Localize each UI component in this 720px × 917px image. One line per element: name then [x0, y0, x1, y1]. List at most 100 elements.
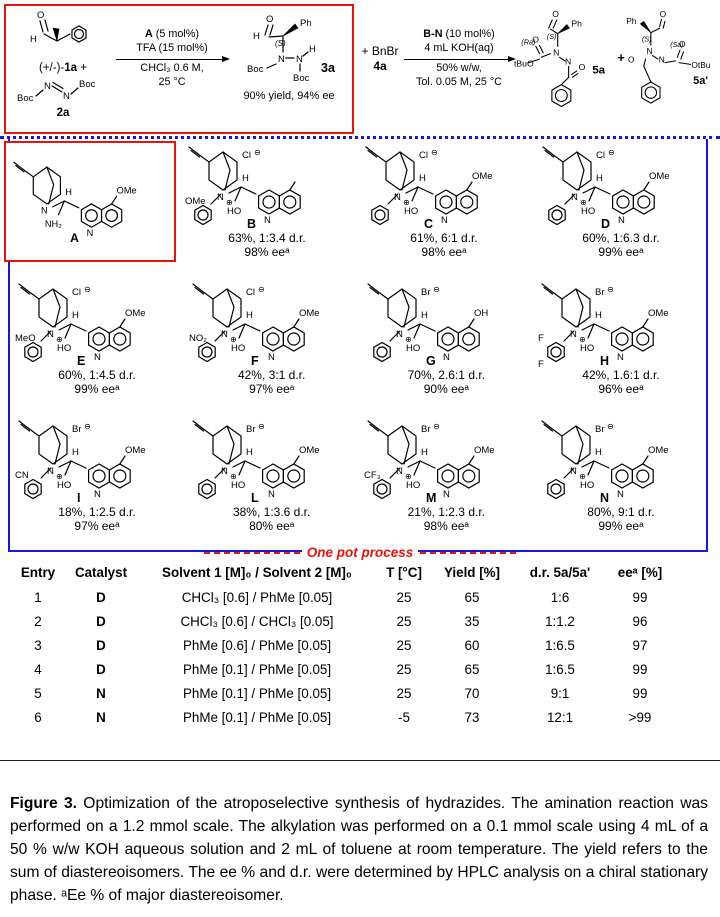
optimization-table: Entry Catalyst Solvent 1 [M]₀ / Solvent …	[12, 559, 708, 729]
anion-label: Cl	[596, 150, 605, 161]
cell-dr: 1:1.2	[545, 613, 575, 629]
catalyst-ee: 99% eeᵃ	[598, 244, 644, 259]
catalyst-cell-c: Cl ⊖ N ⊕ HO H N OMe C 61%, 6:1 d.r. 98% …	[359, 144, 529, 259]
reagent-4a-label: 4a	[373, 59, 387, 73]
condition-line: 25 °C	[158, 75, 186, 88]
catalyst-cell-g: Br ⊖ N ⊕ HO H N OH G 70%, 2.6:1 d.r. 90%…	[361, 281, 531, 396]
benzyl-substituent: CN	[15, 470, 29, 481]
col-ee: eeᵃ [%]	[617, 564, 663, 580]
catalyst-yield-dr: 61%, 6:1 d.r.	[410, 231, 478, 245]
catalyst-row-1: Cl ⊖ N ⊕ HO H N OMe B 63%, 1:3.4 d.r. 98…	[182, 144, 706, 259]
quinoline-n-atom: N	[94, 489, 101, 500]
h-atom: H	[65, 187, 72, 197]
n-atom: N	[41, 205, 48, 215]
n-plus-atom: N	[221, 466, 228, 477]
catalyst-cell-b: Cl ⊖ N ⊕ HO H N OMe B 63%, 1:3.4 d.r. 98…	[182, 144, 352, 259]
n-plus-atom: N	[394, 192, 401, 203]
minus-charge-icon: ⊖	[608, 148, 615, 157]
benzyl-substituent: F	[538, 333, 544, 344]
catalyst-yield-dr: 60%, 1:6.3 d.r.	[582, 231, 660, 245]
ho-label: HO	[580, 480, 594, 491]
cell-yield: 65	[464, 661, 480, 677]
cell-entry: 5	[34, 685, 42, 701]
cell-solvents: PhMe [0.1] / PhMe [0.05]	[182, 661, 332, 677]
boc-label: Boc	[79, 79, 96, 90]
o-atom: O	[628, 55, 635, 65]
table-row: 5 N PhMe [0.1] / PhMe [0.05] 25 70 9:1 9…	[12, 681, 708, 705]
cell-solvents: CHCl₃ [0.6] / PhMe [0.05]	[181, 589, 333, 605]
product-5a-prime-label: 5a'	[693, 75, 708, 87]
plus-charge-icon: ⊕	[226, 198, 233, 207]
cell-temperature: 25	[396, 685, 412, 701]
boc-label: Boc	[293, 73, 310, 84]
h-atom: H	[421, 310, 428, 321]
h-atom: H	[595, 447, 602, 458]
catalyst-ee: 90% eeᵃ	[423, 381, 469, 396]
catalyst-letter: I	[77, 491, 80, 505]
catalyst-structure-b: Cl ⊖ N ⊕ HO H N OMe B	[185, 146, 301, 231]
n-plus-atom: N	[570, 466, 577, 477]
catalyst-ee: 99% eeᵃ	[74, 381, 120, 396]
quinoline-n-atom: N	[617, 489, 624, 500]
minus-charge-icon: ⊖	[607, 422, 614, 431]
product-5a-label: 5a	[592, 65, 605, 77]
table-header-row: Entry Catalyst Solvent 1 [M]₀ / Solvent …	[12, 559, 708, 585]
catalyst-yield-dr: 42%, 1.6:1 d.r.	[582, 368, 660, 382]
plus-charge-icon: ⊕	[579, 472, 586, 481]
cell-catalyst: N	[96, 685, 106, 701]
n-atom: N	[278, 54, 285, 65]
cell-entry: 1	[34, 589, 42, 605]
reagent-4a-block: + BnBr 4a	[356, 44, 404, 135]
col-temperature: T [°C]	[386, 564, 422, 580]
catalyst-structure-l: Br ⊖ N ⊕ HO H N OMe L	[192, 420, 320, 505]
condition-line: 50% w/w,	[436, 62, 482, 74]
catalyst-ee: 98% eeᵃ	[423, 518, 469, 533]
otbu-label: OtBu	[691, 60, 710, 70]
plus-charge-icon: ⊕	[579, 335, 586, 344]
quinoline-n-atom: N	[443, 352, 450, 363]
boc-label: Boc	[247, 64, 264, 75]
ph-label: Ph	[300, 18, 312, 29]
catalyst-cell-f: Cl ⊖ N ⊕ HO H N OMe NO₂ F 42%, 3:1 d.r. …	[187, 281, 357, 396]
figure-caption: Figure 3. Optimization of the atroposele…	[10, 792, 708, 907]
catalyst-cell-n: Br ⊖ N ⊕ HO H N OMe N 80%, 9:1 d.r. 99% …	[536, 418, 706, 533]
catalyst-yield-dr: 38%, 1:3.6 d.r.	[232, 505, 311, 519]
cell-catalyst: D	[96, 661, 106, 677]
cell-solvents: PhMe [0.1] / PhMe [0.05]	[182, 685, 332, 701]
reaction-arrow	[404, 55, 516, 62]
catalyst-letter: C	[424, 217, 433, 231]
product-5a-structure: O Ph (S) N N (Ra) O tBuO O 5a	[514, 9, 606, 108]
quinoline-substituent: OMe	[649, 171, 670, 182]
amination-scheme-box: O H (+/-)-1a + Boc N N Boc 2a	[4, 4, 354, 134]
anion-label: Br	[421, 287, 431, 298]
tbuo-label: tBuO	[514, 58, 534, 68]
plus-charge-icon: ⊕	[405, 472, 412, 481]
ho-label: HO	[406, 343, 420, 354]
quinoline-substituent: OMe	[299, 308, 320, 319]
condition-line: A (5 mol%)	[144, 28, 199, 40]
cell-dr: 1:6	[550, 589, 570, 605]
catalyst-letter: F	[251, 354, 259, 368]
quinoline-n-atom: N	[268, 489, 275, 500]
quinoline-substituent: OMe	[474, 445, 495, 456]
minus-charge-icon: ⊖	[607, 285, 614, 294]
red-dash-right	[420, 551, 517, 554]
catalyst-letter: N	[600, 491, 609, 505]
quinoline-n-atom: N	[443, 489, 450, 500]
catalyst-cell-h: Br ⊖ N ⊕ HO H N OMe F F H 42%, 1.6:1 d.r…	[536, 281, 706, 396]
ph-label: Ph	[571, 18, 582, 28]
amine-label: NH₂	[45, 219, 62, 229]
o-atom: O	[552, 9, 559, 19]
substrate-1a-label: (+/-)-1a +	[39, 62, 87, 74]
catalyst-structure-g: Br ⊖ N ⊕ HO H N OH G	[367, 283, 488, 368]
cell-catalyst: N	[96, 709, 106, 725]
catalyst-ee: 97% eeᵃ	[249, 381, 295, 396]
catalyst-row-3: Br ⊖ N ⊕ HO H N OMe CN I 18%, 1:2.5 d.r.…	[12, 418, 706, 533]
h-atom: H	[595, 310, 602, 321]
h-atom: H	[72, 447, 79, 458]
catalyst-letter: L	[251, 491, 259, 505]
n-atom: N	[44, 81, 51, 92]
figure-caption-body: Optimization of the atroposelective synt…	[10, 794, 708, 904]
n-plus-atom: N	[217, 192, 224, 203]
cell-ee: 99	[632, 685, 648, 701]
